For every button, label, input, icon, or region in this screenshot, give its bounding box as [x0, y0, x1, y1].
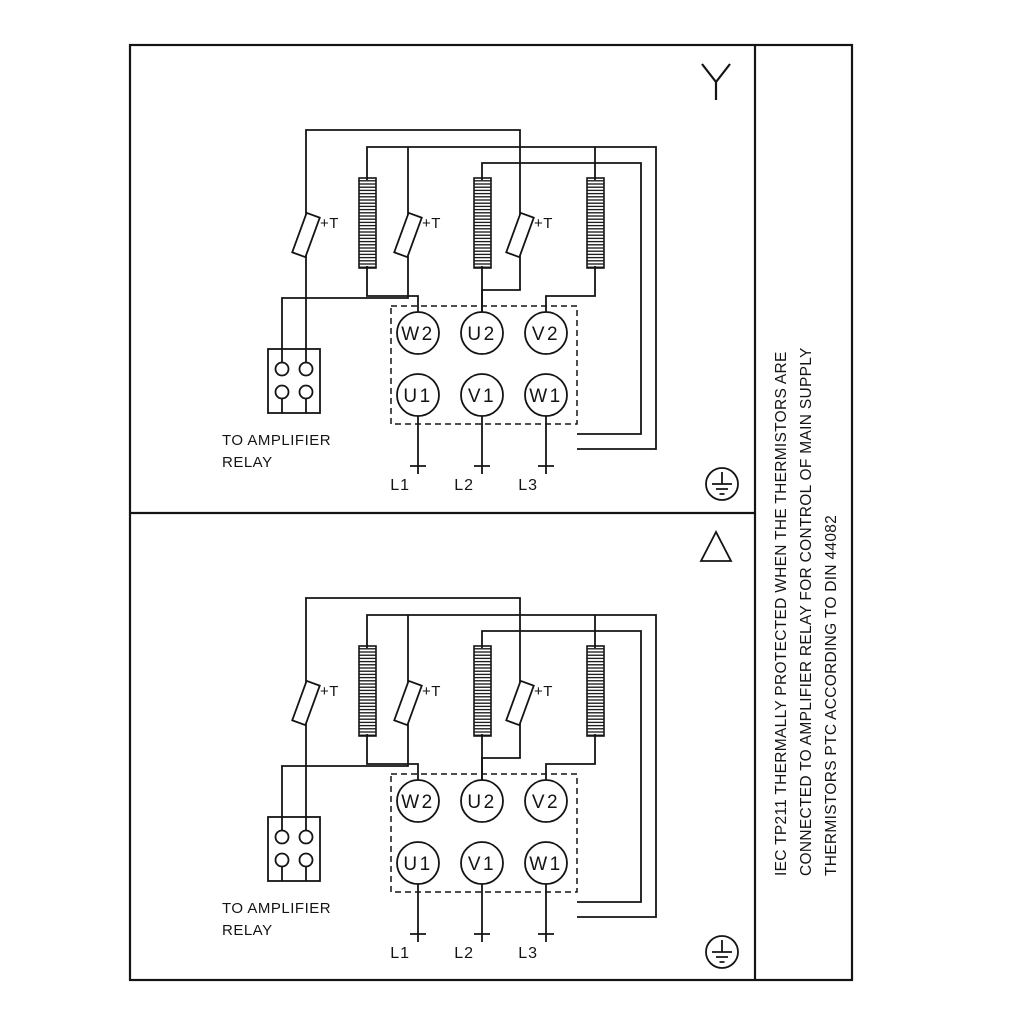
amplifier-relay-caption-line2: RELAY	[222, 454, 273, 471]
wye-star-icon	[701, 63, 731, 100]
note-line-1: IEC TP211 THERMALLY PROTECTED WHEN THE T…	[773, 351, 790, 876]
delta-icon	[699, 530, 733, 562]
supply-label-l2: L2	[454, 477, 474, 494]
terminal-label-u2: U2	[467, 324, 496, 345]
thermistor-label: +T	[422, 683, 441, 700]
thermistor-label: +T	[320, 683, 339, 700]
amplifier-relay-caption-line2: RELAY	[222, 922, 273, 939]
star-panel-labels: W2 U2 V2 U1 V1 W1 +T +T +T L1 L2 L3 TO A…	[222, 215, 563, 494]
thermistor-label: +T	[320, 215, 339, 232]
thermistor-label: +T	[534, 683, 553, 700]
note-column: IEC TP211 THERMALLY PROTECTED WHEN THE T…	[773, 347, 840, 876]
terminal-label-u2: U2	[467, 792, 496, 813]
terminal-label-v1: V1	[468, 854, 496, 875]
supply-label-l1: L1	[390, 945, 410, 962]
terminal-label-w2: W2	[401, 324, 435, 345]
terminal-label-u1: U1	[403, 854, 432, 875]
delta-panel-geometry	[267, 597, 739, 969]
thermistor-label: +T	[422, 215, 441, 232]
diagram-frame	[128, 43, 854, 982]
terminal-label-v2: V2	[532, 792, 560, 813]
terminal-label-w2: W2	[401, 792, 435, 813]
terminal-label-u1: U1	[403, 386, 432, 407]
terminal-label-w1: W1	[529, 854, 563, 875]
terminal-label-w1: W1	[529, 386, 563, 407]
supply-label-l3: L3	[518, 945, 538, 962]
amplifier-relay-caption-line1: TO AMPLIFIER	[222, 432, 331, 449]
thermistor-label: +T	[534, 215, 553, 232]
note-line-3: THERMISTORS PTC ACCORDING TO DIN 44082	[823, 515, 840, 876]
note-line-2: CONNECTED TO AMPLIFIER RELAY FOR CONTROL…	[798, 347, 815, 876]
delta-panel-labels: W2 U2 V2 U1 V1 W1 +T +T +T L1 L2 L3 TO A…	[222, 683, 563, 962]
supply-label-l3: L3	[518, 477, 538, 494]
supply-label-l1: L1	[390, 477, 410, 494]
star-panel-geometry	[267, 129, 739, 501]
terminal-label-v1: V1	[468, 386, 496, 407]
amplifier-relay-caption-line1: TO AMPLIFIER	[222, 900, 331, 917]
supply-label-l2: L2	[454, 945, 474, 962]
terminal-label-v2: V2	[532, 324, 560, 345]
